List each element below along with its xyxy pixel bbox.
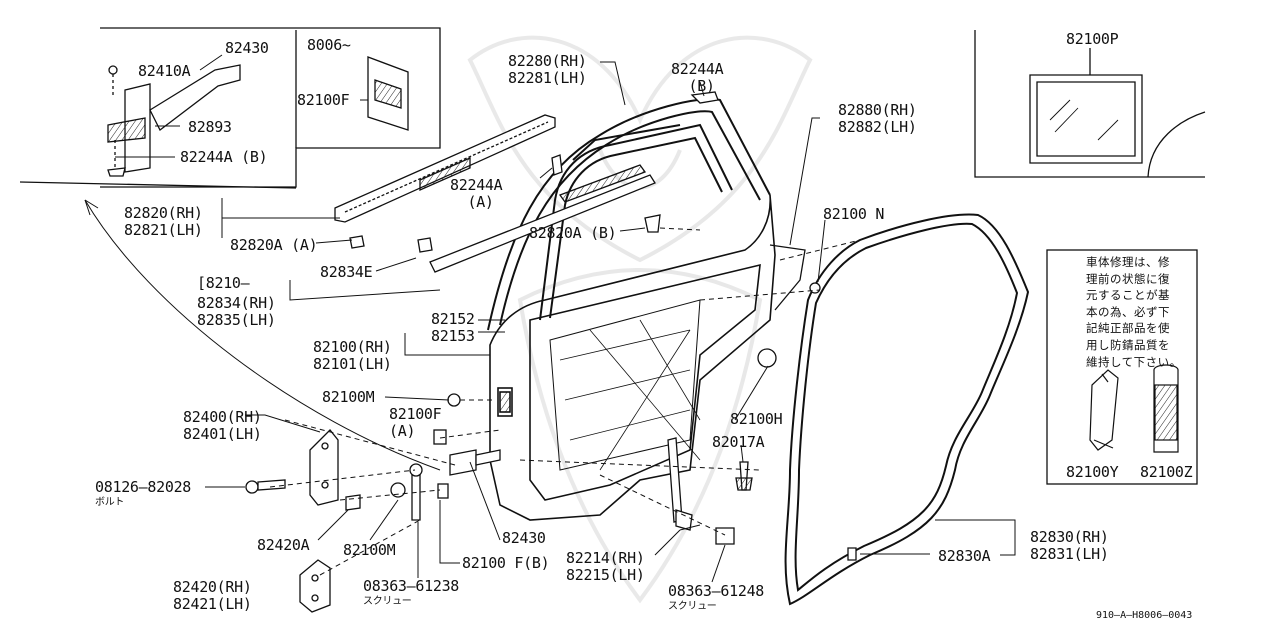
checker-main-drawing — [449, 449, 501, 476]
touch-up-paint-tube — [1089, 369, 1119, 451]
spray-can — [1153, 364, 1179, 453]
diagram-id: 910—A—H8006—0043 — [1096, 610, 1193, 621]
outer-strip-drawing — [334, 114, 556, 223]
label-plug-f-b: 82100 F(B) — [462, 554, 550, 572]
part-82410a-inset: 82410A — [138, 62, 191, 80]
label-plug-n: 82100 N — [823, 205, 885, 223]
part-82100y: 82100Y — [1066, 463, 1119, 481]
channel-drawing — [667, 437, 693, 531]
label-plug-f-a: 82100F (A) — [389, 405, 442, 440]
note-box — [1046, 249, 1198, 485]
label-screw-1-jp: スクリュー — [363, 596, 412, 607]
inner-strip-drawing — [429, 164, 656, 273]
dashed-guide-lines — [269, 227, 861, 576]
label-checker: 82430 — [502, 529, 546, 547]
door-weatherstrip-drawing — [784, 213, 1030, 606]
inset-code-label: 8006~ — [307, 36, 351, 54]
door-panel-drawing — [489, 194, 776, 521]
label-outer-strip: 82820(RH) 82821(LH) — [124, 204, 203, 239]
label-channel: 82214(RH) 82215(LH) — [566, 549, 645, 584]
label-hinge-upper: 82400(RH) 82401(LH) — [183, 408, 262, 443]
label-clip-a: 82244A (A) — [450, 176, 503, 211]
inset-box-left — [19, 27, 441, 189]
label-plug-m-top: 82100M — [322, 388, 375, 406]
small-parts-drawing — [245, 91, 857, 561]
label-clip-top-b: 82244A (B) — [671, 60, 724, 95]
label-hinge-bolt: 82420A — [257, 536, 310, 554]
label-inner-strip: 82834(RH) 82835(LH) — [197, 294, 276, 329]
leader-lines — [84, 54, 1016, 583]
inset-box-right — [974, 30, 1206, 178]
label-bolt: 08126—82028 — [95, 478, 192, 496]
label-bolt-jp: ボルト — [95, 497, 125, 508]
label-screw-2: 08363—61248 — [668, 582, 765, 600]
part-82100p-inset: 82100P — [1066, 30, 1119, 48]
screen-sheet-drawing — [769, 244, 806, 311]
label-inner-strip-ref: [8210— — [197, 274, 250, 292]
label-screw-1: 08363—61238 — [363, 577, 460, 595]
label-seal-screen: 82880(RH) 82882(LH) — [838, 101, 917, 136]
label-plug-h: 82100H — [730, 410, 783, 428]
part-82100f-inset: 82100F — [297, 91, 350, 109]
label-weatherstrip: 82830(RH) 82831(LH) — [1030, 528, 1109, 563]
plug-f-inset-drawing — [367, 56, 409, 131]
label-inner-clip: 82834E — [320, 263, 373, 281]
label-door-panel: 82100(RH) 82101(LH) — [313, 338, 392, 373]
label-hinge-lower: 82420(RH) 82421(LH) — [173, 578, 252, 613]
label-window-frame: 82280(RH) 82281(LH) — [508, 52, 587, 87]
part-82244a-b-inset: 82244A (B) — [180, 148, 268, 166]
label-sash: 82152 82153 — [431, 310, 475, 345]
repair-note-text: 車体修理は、修 理前の状態に復 元することが基 本の為、必ず下 記純正部品を使 … — [1086, 255, 1182, 369]
label-bolt-a: 82017A — [712, 433, 765, 451]
label-strip-clip-a: 82820A (A) — [230, 236, 318, 254]
label-plug-m-bottom: 82100M — [343, 541, 396, 559]
label-screw-2-jp: スクリュー — [668, 601, 717, 612]
part-82100z: 82100Z — [1140, 463, 1193, 481]
label-weatherstrip-clip: 82830A — [938, 547, 991, 565]
part-82893-inset: 82893 — [188, 118, 232, 136]
lower-hinge-drawing — [299, 559, 331, 613]
checker-part-drawing — [107, 64, 241, 177]
upper-hinge-drawing — [309, 429, 339, 506]
label-strip-clip-b: 82820A (B) — [529, 224, 617, 242]
part-82430-inset: 82430 — [225, 39, 269, 57]
